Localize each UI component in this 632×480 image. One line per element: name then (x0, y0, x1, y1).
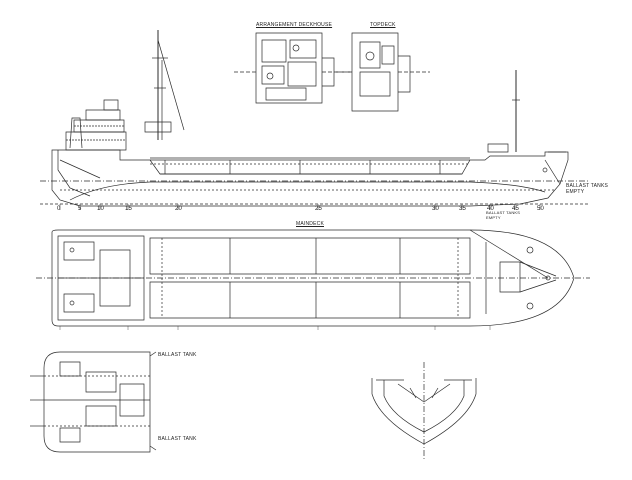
topdeck-title: TOPDECK (370, 22, 396, 28)
frame-number: 15 (125, 206, 133, 212)
ballast-tank-label-upper: BALLAST TANK (158, 352, 197, 358)
frame-number: 40 (487, 206, 495, 212)
engine-room-section-plan (30, 352, 156, 452)
deckhouse-arrangement-title: ARRANGEMENT DECKHOUSE (256, 22, 333, 28)
frame-number: 5 (78, 206, 82, 212)
side-profile-view (40, 30, 590, 210)
frame-number: 35 (459, 206, 467, 212)
main-deck-plan (36, 230, 590, 330)
midship-section-view (372, 362, 476, 460)
frame-number: 0 (57, 206, 61, 212)
frame-number: 45 (512, 206, 520, 212)
frame-number: 25 (315, 206, 323, 212)
frame-number: 20 (175, 206, 183, 212)
ballast-tanks-small-note: BALLAST TANKS EMPTY (486, 210, 521, 220)
topdeck-plan (336, 33, 430, 111)
main-deck-title: MAINDECK (296, 221, 324, 227)
ballast-tanks-empty-note: BALLAST TANKS EMPTY (566, 183, 609, 195)
deckhouse-arrangement-plan (234, 33, 350, 103)
frame-number: 10 (97, 206, 105, 212)
ballast-tank-label-lower: BALLAST TANK (158, 436, 197, 442)
frame-number: 30 (432, 206, 440, 212)
frame-number: 50 (537, 206, 545, 212)
